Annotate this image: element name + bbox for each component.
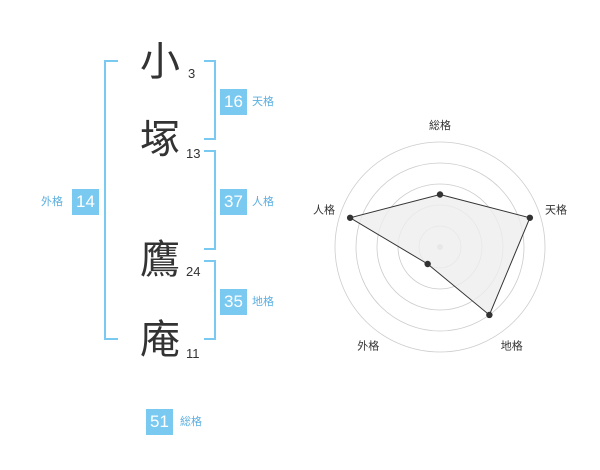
jinkaku-value-badge: 37 — [220, 189, 247, 215]
radar-point-4 — [424, 260, 431, 268]
chikaku-value-badge: 35 — [220, 289, 247, 315]
stroke-count-1: 3 — [188, 66, 196, 81]
stroke-count-2: 13 — [186, 146, 201, 161]
radar-axis-label-3: 地格 — [501, 339, 523, 353]
radar-axis-label-4: 外格 — [357, 339, 379, 353]
stroke-count-3: 24 — [186, 264, 201, 279]
gaikaku-bracket — [104, 60, 118, 340]
gaikaku-label: 外格 — [41, 195, 63, 208]
radar-axis-label-5: 人格 — [313, 202, 335, 216]
radar-plot — [346, 191, 534, 319]
radar-point-3 — [486, 311, 493, 319]
tenkaku-value-badge: 16 — [220, 89, 247, 115]
radar-point-1 — [436, 191, 444, 198]
tenkaku-bracket — [204, 60, 216, 140]
name-char-1: 小 — [140, 39, 180, 85]
radar-series-polygon — [348, 193, 531, 316]
name-char-2: 塚 — [140, 117, 180, 163]
gaikaku-value-badge: 14 — [72, 189, 99, 215]
stroke-count-4: 11 — [186, 346, 200, 361]
name-char-4: 庵 — [140, 317, 180, 363]
soukaku-value-badge: 51 — [146, 409, 173, 435]
radar-point-2 — [526, 214, 534, 221]
radar-axis-label-1: 総格 — [429, 118, 451, 132]
name-char-3: 鷹 — [140, 237, 180, 283]
radar-ring — [334, 141, 546, 353]
radar-axis-label-2: 天格 — [545, 202, 567, 216]
chikaku-label: 地格 — [252, 295, 274, 308]
jinkaku-label: 人格 — [252, 195, 274, 208]
jinkaku-bracket — [204, 150, 216, 250]
radar-point-5 — [346, 214, 354, 221]
tenkaku-label: 天格 — [252, 95, 274, 108]
radar-ring — [355, 162, 525, 332]
chikaku-bracket — [204, 260, 216, 340]
soukaku-label: 総格 — [180, 415, 202, 428]
